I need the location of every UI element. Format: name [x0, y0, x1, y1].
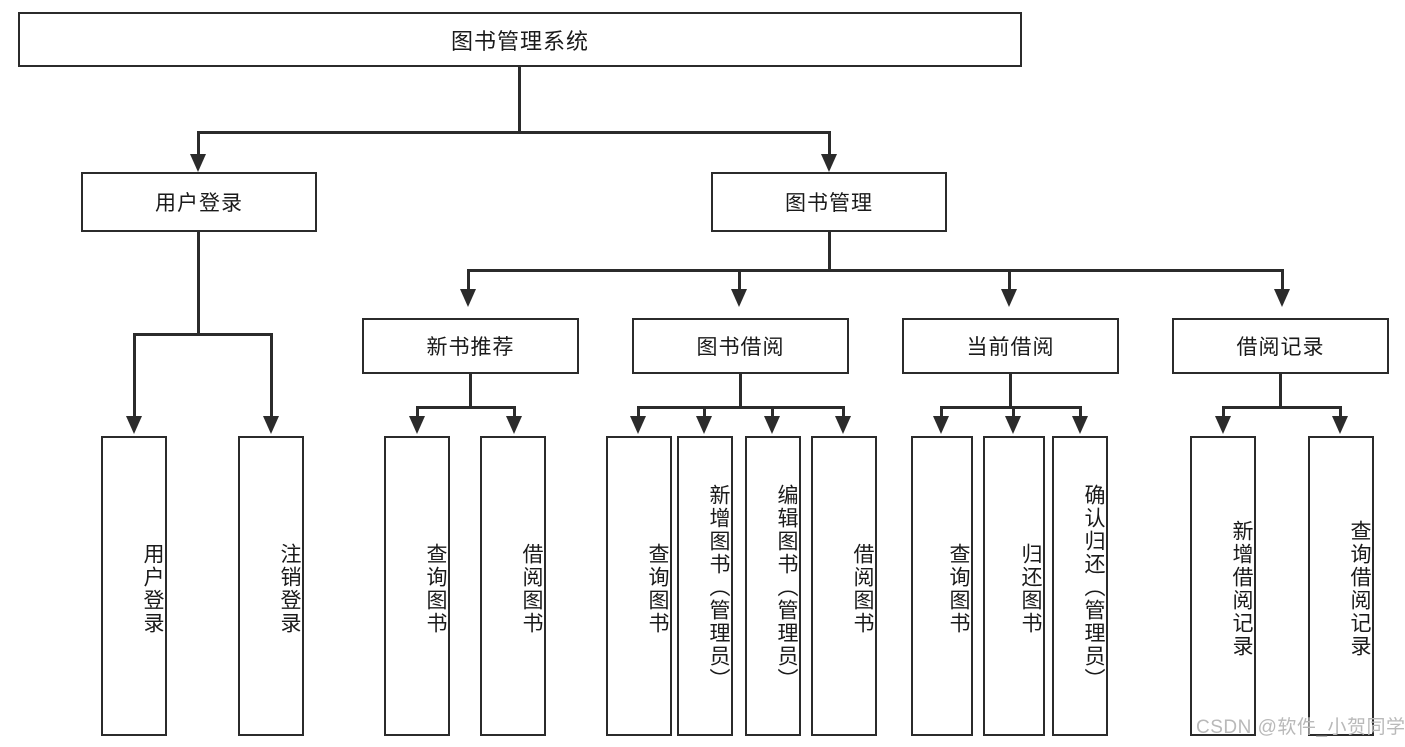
arrow-ul-to-leaf1 [263, 416, 279, 434]
edge-nb-to-leaf3 [513, 406, 516, 418]
node-new-book-recommendation[interactable]: 新书推荐 [362, 318, 579, 374]
edge-nb-to-leaf2 [416, 406, 419, 418]
arrow-bm-to-borrowing [731, 289, 747, 307]
edge-borrowing-stem [739, 374, 742, 408]
edge-cb-to-leaf10 [1079, 406, 1082, 418]
node-leaf-query-books-borrowing[interactable]: 查询图书 [606, 436, 672, 736]
arrow-nb-to-leaf3 [506, 416, 522, 434]
edge-records-stem [1279, 374, 1282, 408]
arrow-ul-to-leaf0 [126, 416, 142, 434]
edge-cb-to-leaf8 [940, 406, 943, 418]
edge-book-management-stem [828, 232, 831, 271]
edge-bm-to-borrowing [738, 269, 741, 291]
node-book-borrowing[interactable]: 图书借阅 [632, 318, 849, 374]
edge-br-to-leaf12 [1339, 406, 1342, 418]
node-borrowing-records[interactable]: 借阅记录 [1172, 318, 1389, 374]
arrow-root-to-user-login [190, 154, 206, 172]
edge-new-book-stem [469, 374, 472, 408]
edge-new-book-bus [416, 406, 516, 409]
node-book-management[interactable]: 图书管理 [711, 172, 947, 232]
arrow-bb-to-leaf6 [764, 416, 780, 434]
edge-root-bus [197, 131, 831, 134]
arrow-nb-to-leaf2 [409, 416, 425, 434]
edge-br-to-leaf11 [1222, 406, 1225, 418]
node-leaf-add-book-admin[interactable]: 新增图书（管理员） [677, 436, 733, 736]
edge-cb-to-leaf9 [1012, 406, 1015, 418]
edge-bb-to-leaf5 [703, 406, 706, 418]
arrow-bb-to-leaf7 [835, 416, 851, 434]
node-leaf-borrow-books-borrowing[interactable]: 借阅图书 [811, 436, 877, 736]
arrow-cb-to-leaf10 [1072, 416, 1088, 434]
node-current-borrowing[interactable]: 当前借阅 [902, 318, 1119, 374]
node-leaf-return-books[interactable]: 归还图书 [983, 436, 1045, 736]
node-leaf-query-books-current[interactable]: 查询图书 [911, 436, 973, 736]
arrow-bb-to-leaf4 [630, 416, 646, 434]
edge-ul-to-leaf1 [270, 333, 273, 418]
edge-bb-to-leaf7 [842, 406, 845, 418]
edge-root-to-user-login [197, 131, 200, 156]
edge-user-login-stem [197, 232, 200, 335]
edge-bm-to-records [1281, 269, 1284, 291]
node-leaf-borrow-books-recommendation[interactable]: 借阅图书 [480, 436, 546, 736]
arrow-root-to-book-management [821, 154, 837, 172]
arrow-cb-to-leaf8 [933, 416, 949, 434]
edge-borrowing-bus [637, 406, 844, 409]
edge-current-stem [1009, 374, 1012, 408]
edge-bm-to-new-book [467, 269, 470, 291]
node-user-login[interactable]: 用户登录 [81, 172, 317, 232]
node-leaf-confirm-return-admin[interactable]: 确认归还（管理员） [1052, 436, 1108, 736]
arrow-cb-to-leaf9 [1005, 416, 1021, 434]
node-leaf-edit-book-admin[interactable]: 编辑图书（管理员） [745, 436, 801, 736]
arrow-br-to-leaf11 [1215, 416, 1231, 434]
arrow-br-to-leaf12 [1332, 416, 1348, 434]
edge-book-management-bus [467, 269, 1284, 272]
arrow-bm-to-records [1274, 289, 1290, 307]
arrow-bm-to-new-book [460, 289, 476, 307]
node-root-book-management-system[interactable]: 图书管理系统 [18, 12, 1022, 67]
edge-bb-to-leaf4 [637, 406, 640, 418]
node-leaf-logout[interactable]: 注销登录 [238, 436, 304, 736]
node-leaf-query-borrowing-record[interactable]: 查询借阅记录 [1308, 436, 1374, 736]
arrow-bm-to-current [1001, 289, 1017, 307]
node-leaf-query-books-recommendation[interactable]: 查询图书 [384, 436, 450, 736]
node-leaf-add-borrowing-record[interactable]: 新增借阅记录 [1190, 436, 1256, 736]
edge-bb-to-leaf6 [771, 406, 774, 418]
node-leaf-user-login[interactable]: 用户登录 [101, 436, 167, 736]
edge-bm-to-current [1008, 269, 1011, 291]
edge-root-to-book-management [828, 131, 831, 156]
edge-ul-to-leaf0 [133, 333, 136, 418]
edge-records-bus [1222, 406, 1342, 409]
arrow-bb-to-leaf5 [696, 416, 712, 434]
csdn-watermark: CSDN @软件_小贺同学 [1196, 717, 1405, 738]
edge-root-stem [518, 67, 521, 133]
edge-user-login-bus [133, 333, 273, 336]
edge-current-bus [940, 406, 1082, 409]
